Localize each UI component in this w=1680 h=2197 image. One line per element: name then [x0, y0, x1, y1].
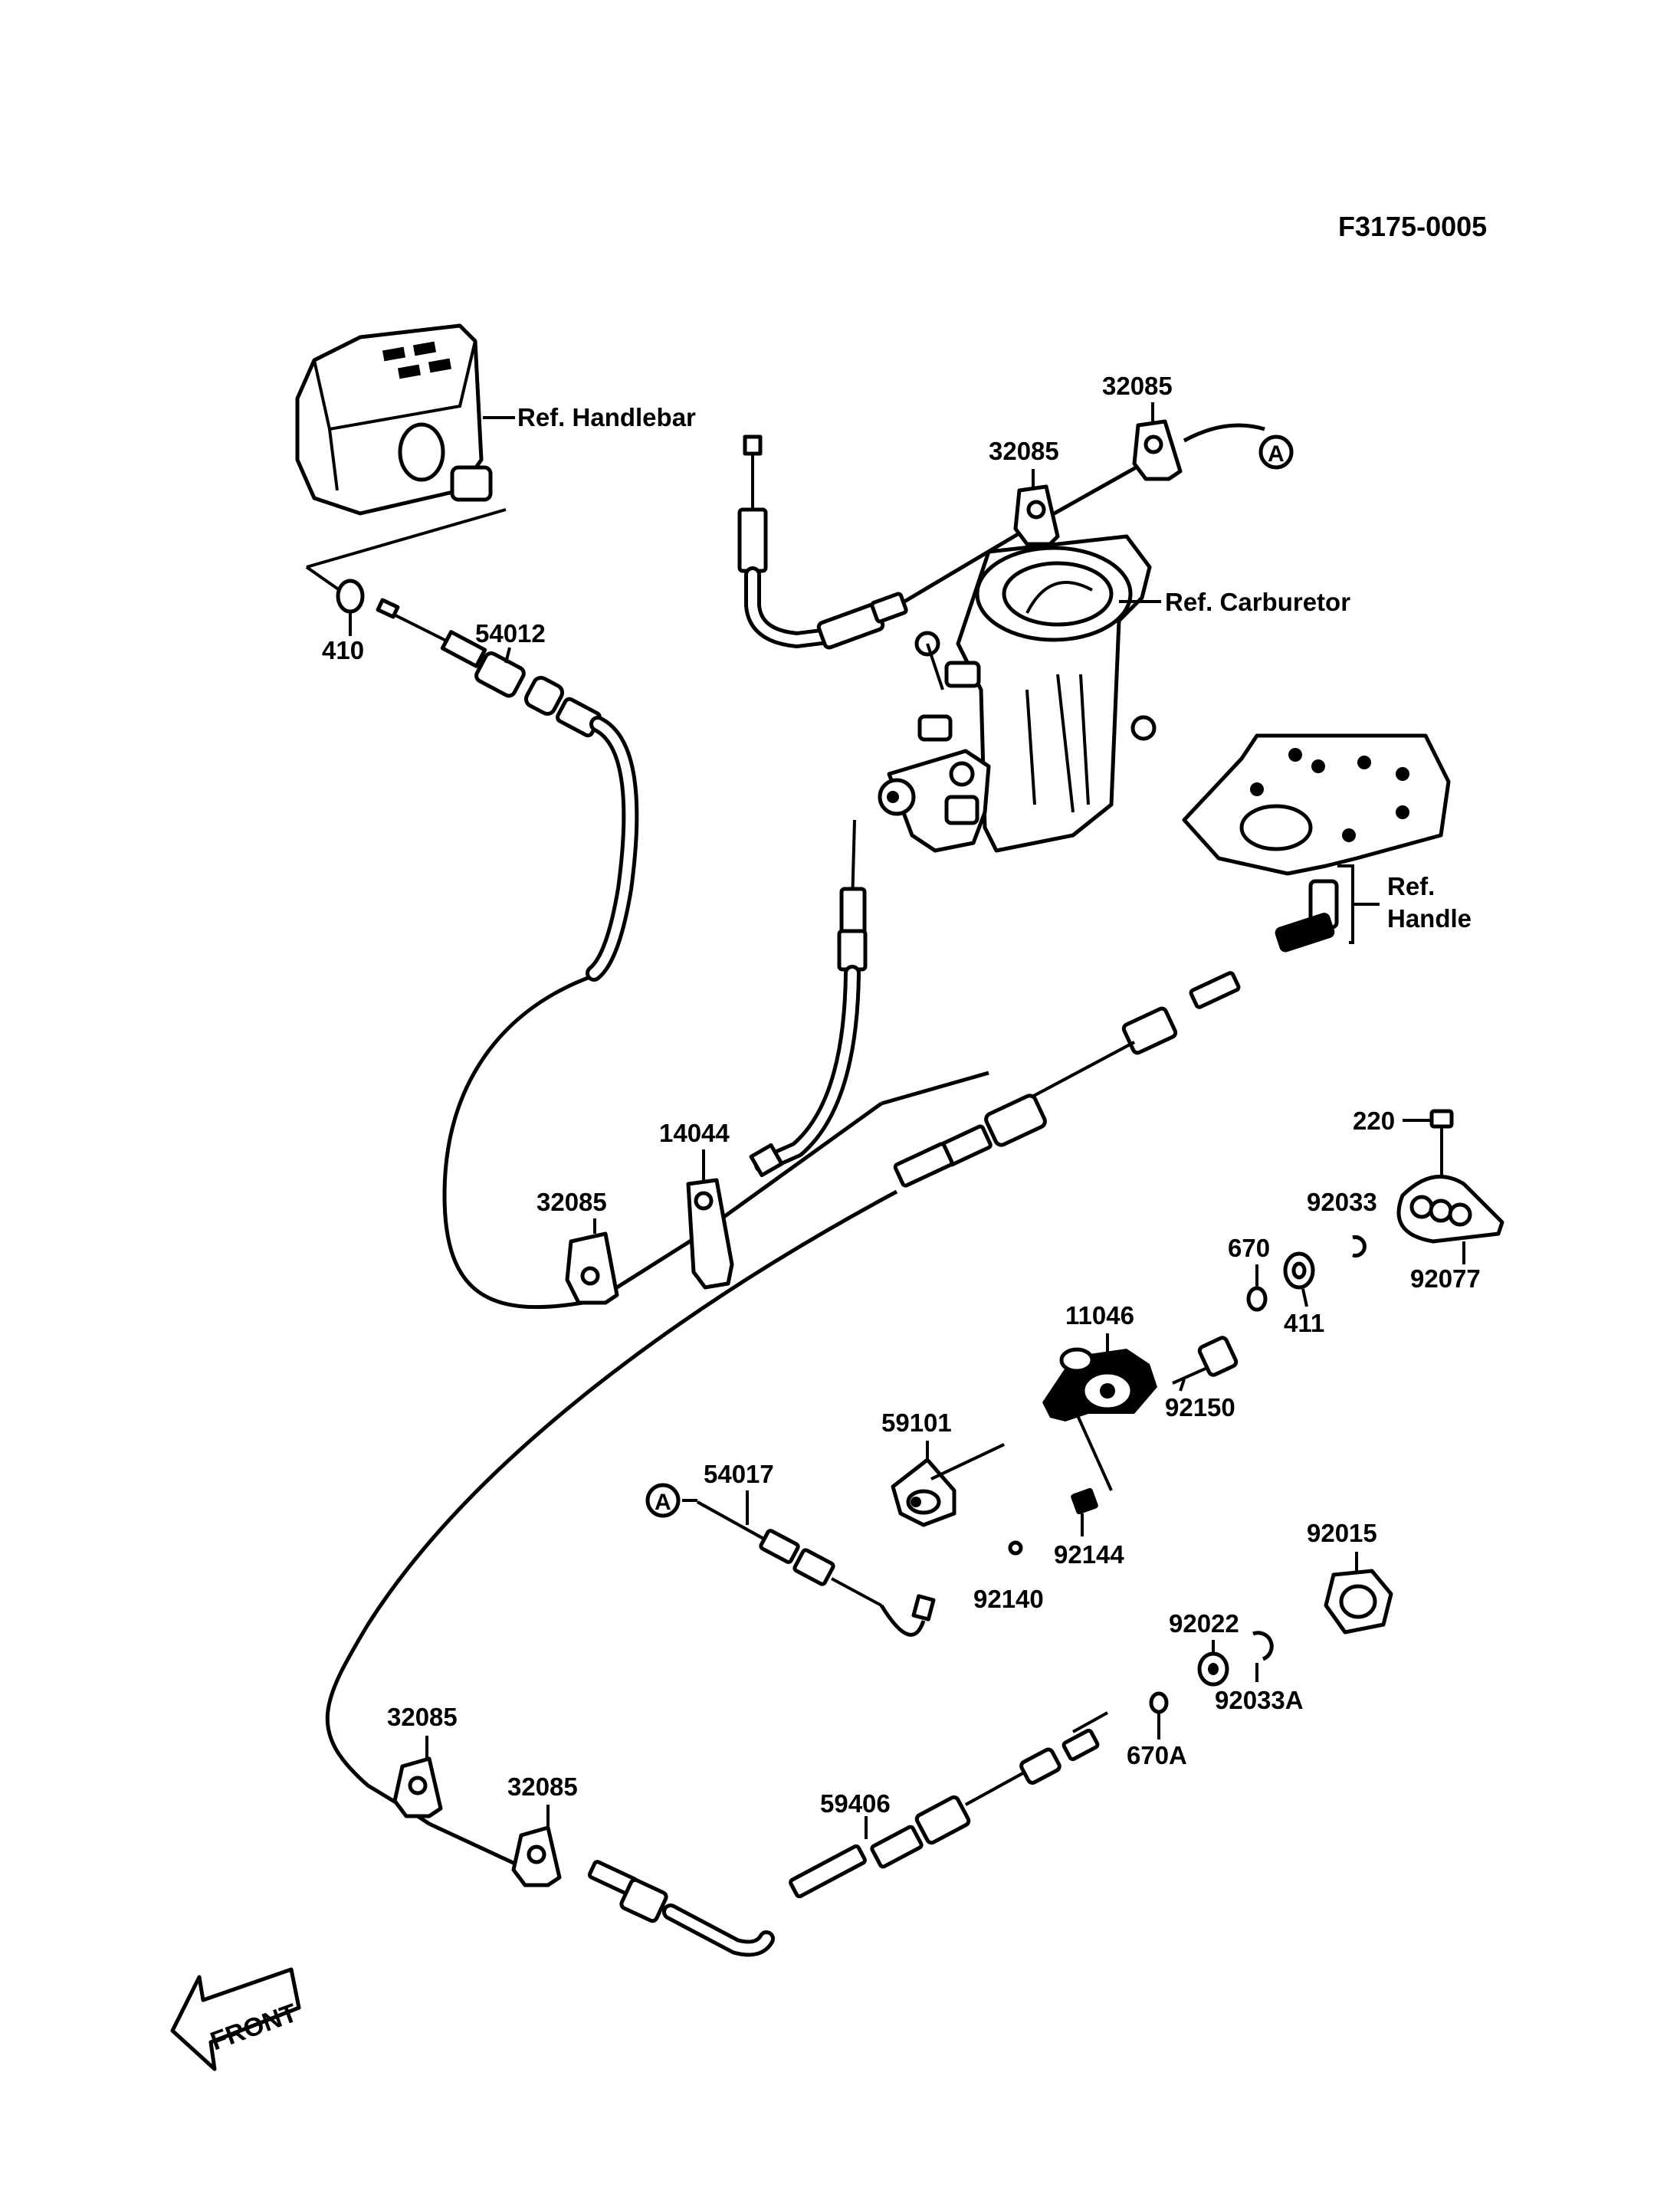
bracket-11046: [1042, 1347, 1157, 1421]
label-670: 670: [1228, 1234, 1270, 1262]
label-11046: 11046: [1065, 1301, 1134, 1330]
carb-upper-cable: [737, 423, 1265, 650]
ref-handle-label-2: Handle: [1387, 904, 1472, 933]
main-control-cable: [325, 971, 1241, 1826]
bottom-cable-end: [428, 1822, 775, 1957]
label-32085-bottom-mid: 32085: [507, 1772, 578, 1801]
carb-lower-cable: [749, 819, 868, 1178]
cable-54017: A: [645, 1483, 936, 1637]
front-direction-arrow: FRONT: [170, 1967, 301, 2071]
cable-54012: [376, 598, 639, 1310]
label-92033a: 92033A: [1215, 1686, 1304, 1714]
label-92077: 92077: [1410, 1264, 1481, 1293]
label-54012: 54012: [475, 619, 546, 648]
nut-92015: [1324, 1569, 1393, 1635]
label-92033: 92033: [1307, 1188, 1377, 1216]
label-92140: 92140: [973, 1585, 1044, 1613]
bolt-92150: [1172, 1336, 1239, 1385]
cover-plate-92077: [1396, 1174, 1504, 1244]
link-92144: [1075, 1410, 1113, 1491]
pin-92140: [1008, 1540, 1023, 1556]
diagram-code: F3175-0005: [1338, 211, 1487, 242]
label-59406: 59406: [820, 1789, 891, 1818]
label-410: 410: [322, 636, 364, 664]
ref-carburetor-label: Ref. Carburetor: [1165, 588, 1350, 616]
svg-text:A: A: [655, 1490, 671, 1515]
label-220: 220: [1353, 1107, 1395, 1135]
carburetor: [878, 534, 1157, 853]
label-92015: 92015: [1307, 1519, 1377, 1547]
handlebar-switch-housing: [295, 323, 507, 595]
label-92144: 92144: [1054, 1540, 1124, 1569]
label-32085-top-mid: 32085: [989, 437, 1059, 465]
washer-410: [336, 579, 365, 614]
label-32085-top-right: 32085: [1102, 372, 1173, 400]
choke-cable: [615, 1071, 989, 1290]
label-670a: 670A: [1127, 1741, 1187, 1769]
label-59101: 59101: [881, 1408, 952, 1437]
spring-92144: [1071, 1487, 1098, 1515]
label-92022: 92022: [1169, 1609, 1239, 1638]
oring-670: [1246, 1286, 1268, 1312]
label-54017: 54017: [704, 1460, 774, 1488]
oring-670a: [1149, 1691, 1169, 1714]
label-14044: 14044: [659, 1119, 730, 1147]
label-32085-left: 32085: [536, 1188, 607, 1216]
handle-mounting-plate: [1182, 733, 1451, 953]
connector-a-top: A: [1258, 434, 1294, 470]
choke-cable-end-14044: [686, 1178, 734, 1290]
lever-59101: [891, 1443, 1005, 1527]
svg-text:A: A: [1268, 441, 1285, 467]
ref-handlebar-label: Ref. Handlebar: [517, 403, 696, 431]
cable-59406: [789, 1711, 1108, 1899]
ref-handle-label-1: Ref.: [1387, 872, 1435, 900]
label-92150: 92150: [1165, 1393, 1235, 1421]
circlip-92033a: [1252, 1631, 1274, 1661]
circlip-92033: [1352, 1235, 1367, 1258]
label-32085-bottom-left: 32085: [387, 1703, 458, 1731]
label-411: 411: [1284, 1309, 1324, 1337]
